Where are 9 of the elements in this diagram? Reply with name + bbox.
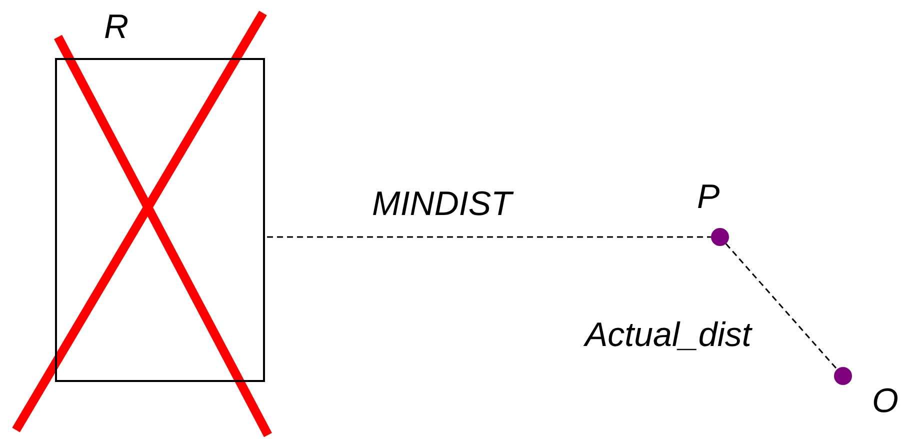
dashed-line bbox=[267, 236, 711, 238]
point-dot bbox=[834, 367, 852, 385]
point-dot bbox=[711, 228, 729, 246]
point-label: O bbox=[872, 384, 898, 418]
edge-label: Actual_dist bbox=[585, 318, 752, 352]
point-label: P bbox=[697, 180, 720, 214]
rectangle-box bbox=[55, 58, 265, 382]
dashed-line bbox=[725, 243, 838, 370]
rectangle-label: R bbox=[104, 10, 129, 44]
